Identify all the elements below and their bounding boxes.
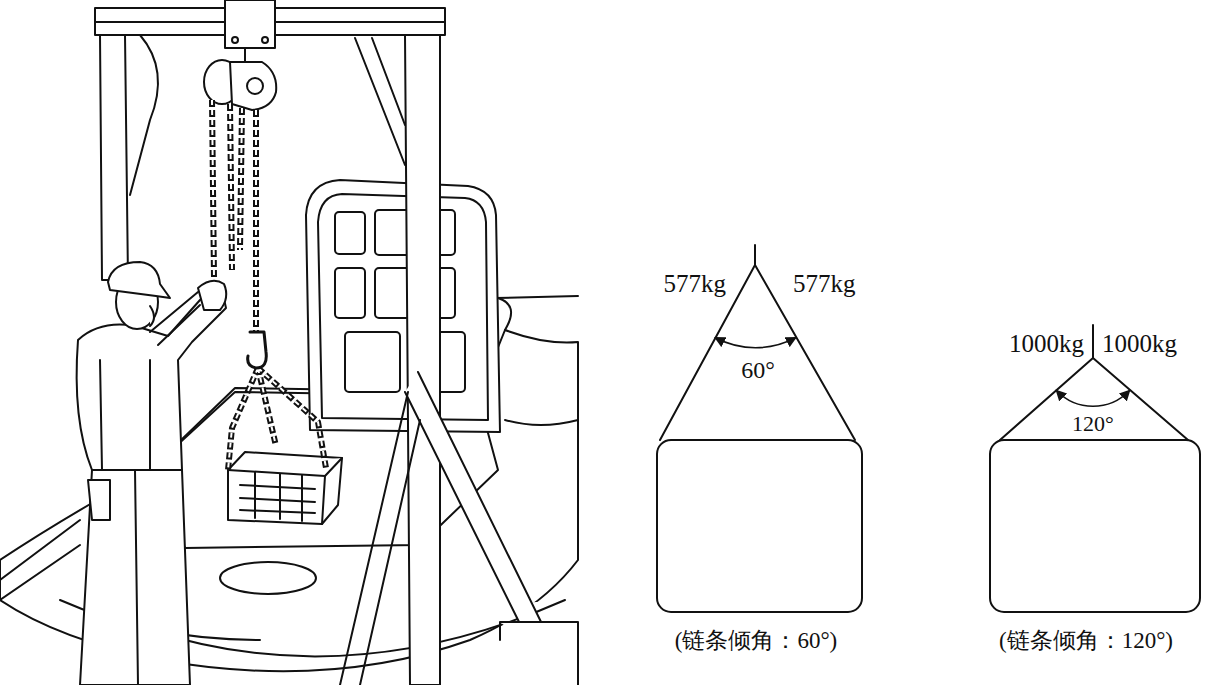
load-weight: 1000kg [1102,330,1177,359]
load-weight: 1000kg [1009,330,1084,359]
angle-label: 120° [1072,411,1114,436]
seat-back [306,180,500,432]
diagram-caption: (链条倾角：60°) [675,628,838,654]
angle-label: 60° [741,357,775,385]
sling-diagram-120 [990,325,1200,612]
chains [212,100,326,470]
load-weight: 577kg [793,270,856,299]
sling-diagram-60 [657,245,862,612]
gantry-frame [0,0,578,685]
mechanic [77,262,227,685]
load-weight: 577kg [664,270,727,299]
diagram-caption: (链条倾角：120°) [999,628,1173,654]
